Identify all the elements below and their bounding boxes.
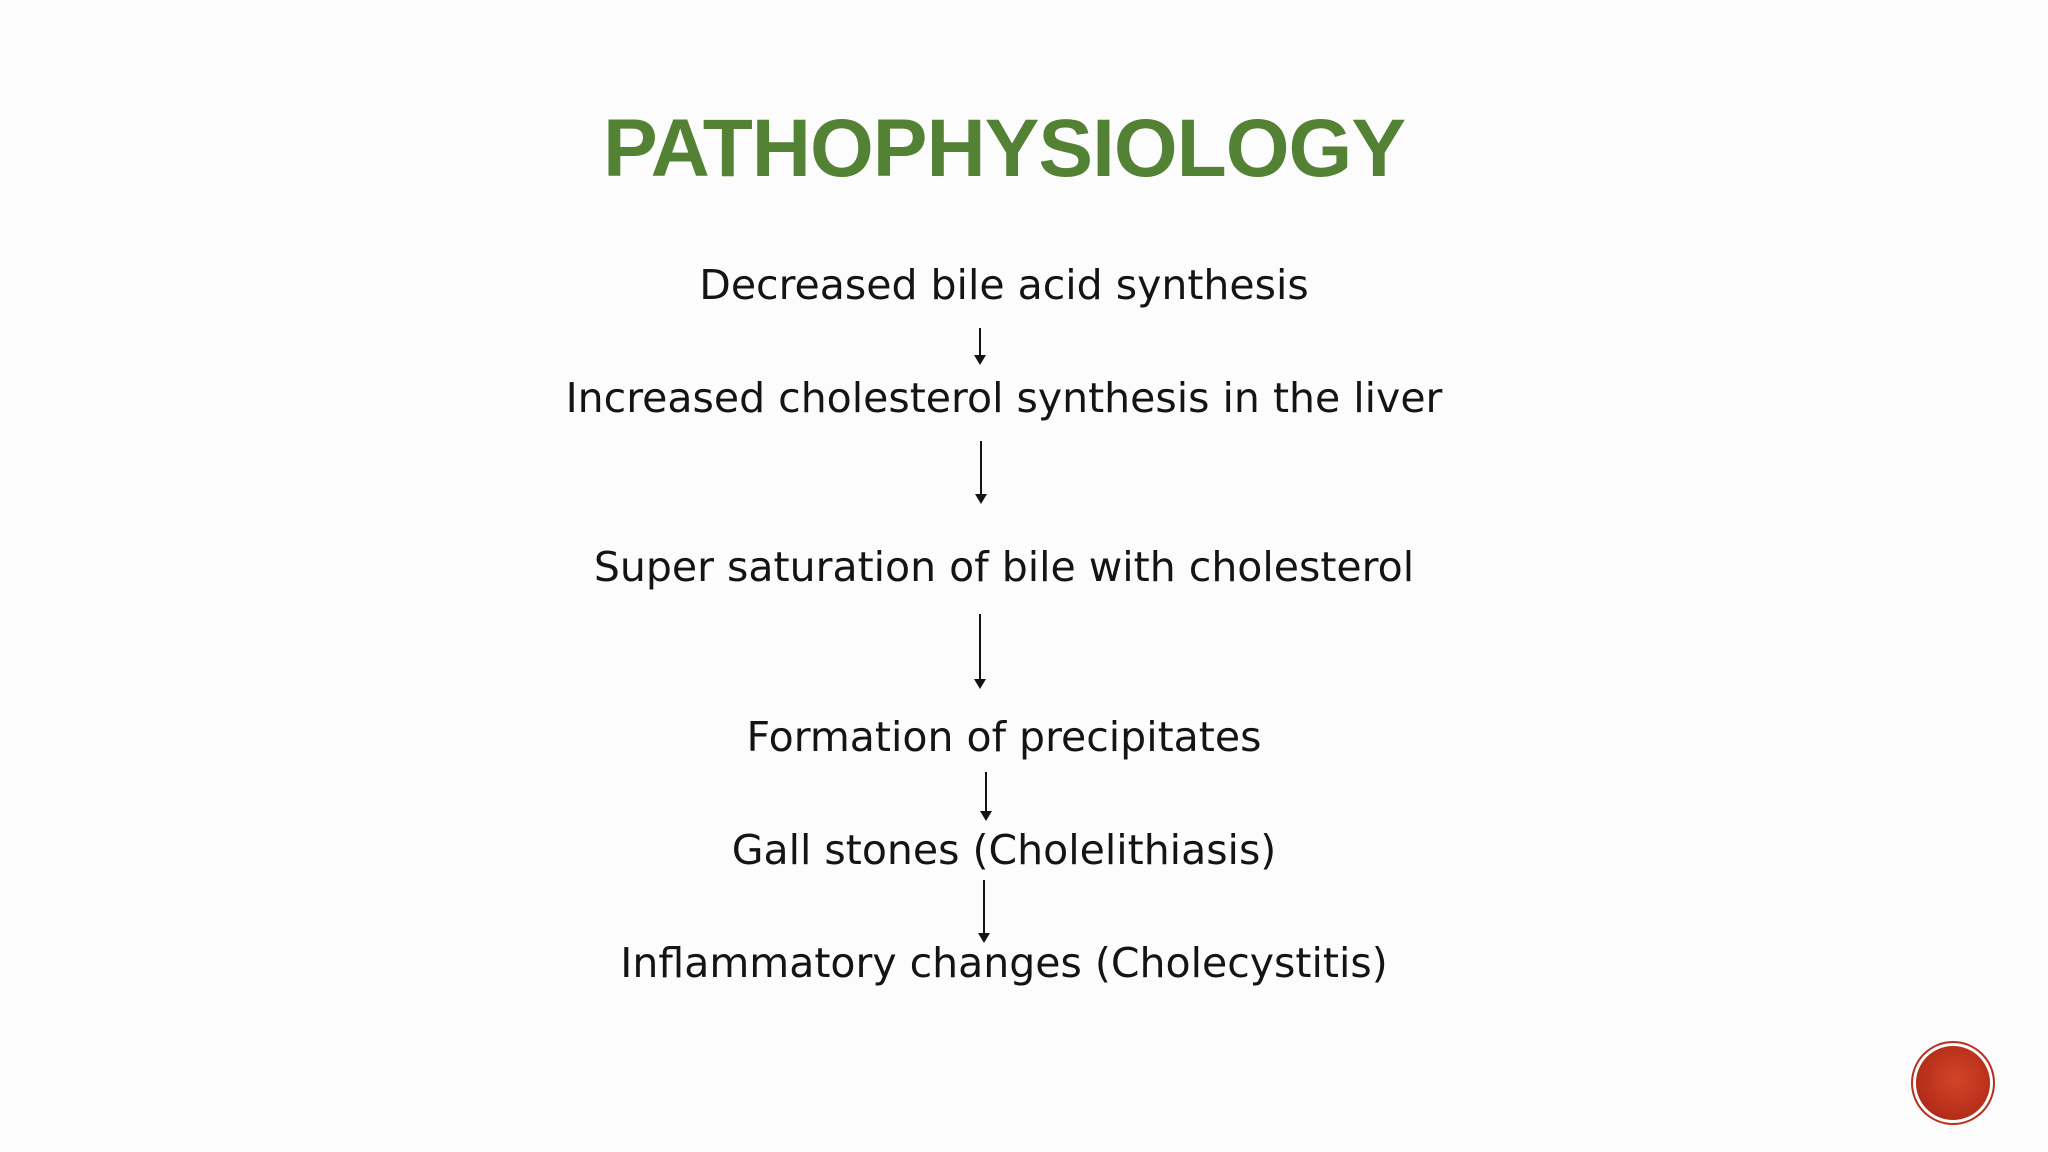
slide-number-badge	[1916, 1046, 1990, 1120]
down-arrow-icon	[970, 614, 990, 690]
flow-step-2: Increased cholesterol synthesis in the l…	[565, 374, 1443, 422]
down-arrow-icon	[976, 772, 996, 822]
flow-step-1: Decreased bile acid synthesis	[699, 261, 1309, 309]
down-arrow-icon	[970, 328, 990, 366]
flow-step-5: Gall stones (Cholelithiasis)	[731, 826, 1277, 874]
flow-step-4: Formation of precipitates	[746, 713, 1262, 761]
flow-step-3: Super saturation of bile with cholestero…	[593, 543, 1415, 591]
flow-step-6: Inflammatory changes (Cholecystitis)	[620, 939, 1388, 987]
down-arrow-icon	[974, 880, 994, 944]
down-arrow-icon	[971, 441, 991, 505]
slide-title: PATHOPHYSIOLOGY	[602, 103, 1406, 194]
